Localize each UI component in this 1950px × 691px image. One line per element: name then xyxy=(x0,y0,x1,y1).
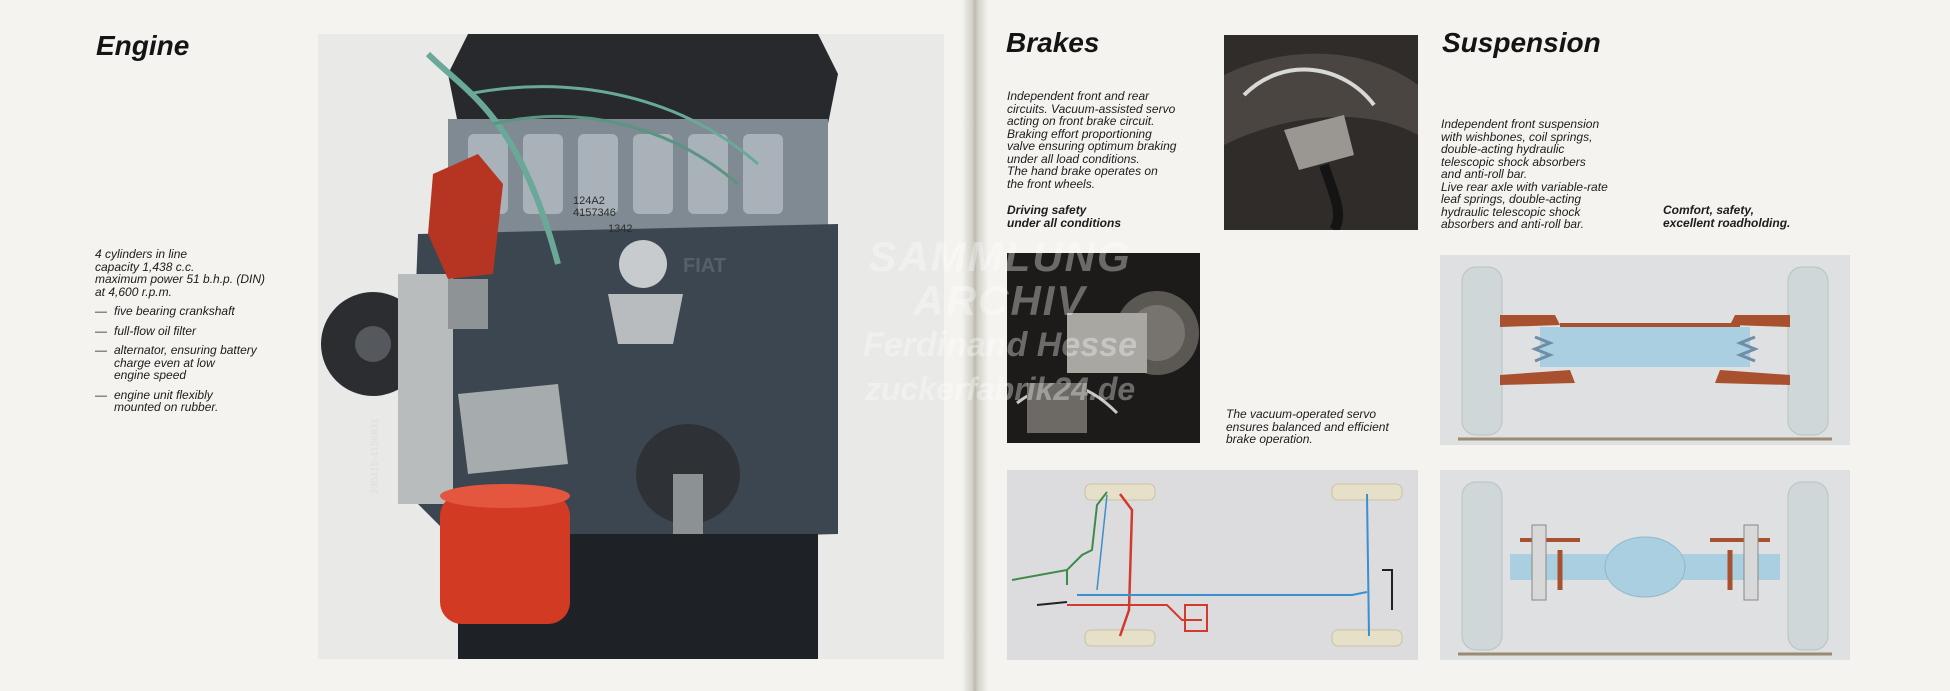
page-gutter xyxy=(962,0,988,691)
engine-feature-item: —full-flow oil filter xyxy=(95,323,197,338)
suspension-tagline: Comfort, safety, excellent roadholding. xyxy=(1663,203,1791,230)
front-suspension-diagram xyxy=(1440,255,1850,445)
brakes-tagline: Driving safety under all conditions xyxy=(1007,203,1122,230)
servo-caption: The vacuum-operated servo ensures balanc… xyxy=(1226,407,1389,446)
brakes-description: Independent front and rear circuits. Vac… xyxy=(1007,89,1177,191)
engine-feature-item: —engine unit flexibly mounted on rubber. xyxy=(95,387,219,414)
maker-stamp: FIAT xyxy=(683,255,726,277)
brake-servo-photo xyxy=(1007,253,1200,443)
engine-specs: 4 cylinders in line capacity 1,438 c.c. … xyxy=(95,247,266,299)
engine-feature-list: —five bearing crankshaft —full-flow oil … xyxy=(95,305,295,421)
engine-feature-item: —alternator, ensuring battery charge eve… xyxy=(95,343,257,382)
brake-valve-photo xyxy=(1224,35,1418,230)
pulley-code: 230415·4156931 xyxy=(370,418,381,494)
engine-heading: Engine xyxy=(96,30,190,61)
brake-circuit-diagram xyxy=(1007,470,1418,660)
rear-suspension-diagram xyxy=(1440,470,1850,660)
plate-stamp: 1342 xyxy=(608,223,632,235)
brakes-heading: Brakes xyxy=(1006,27,1100,58)
suspension-description: Independent front suspension with wishbo… xyxy=(1441,117,1608,231)
engine-feature-item: —five bearing crankshaft xyxy=(95,304,235,318)
suspension-heading: Suspension xyxy=(1442,27,1601,58)
